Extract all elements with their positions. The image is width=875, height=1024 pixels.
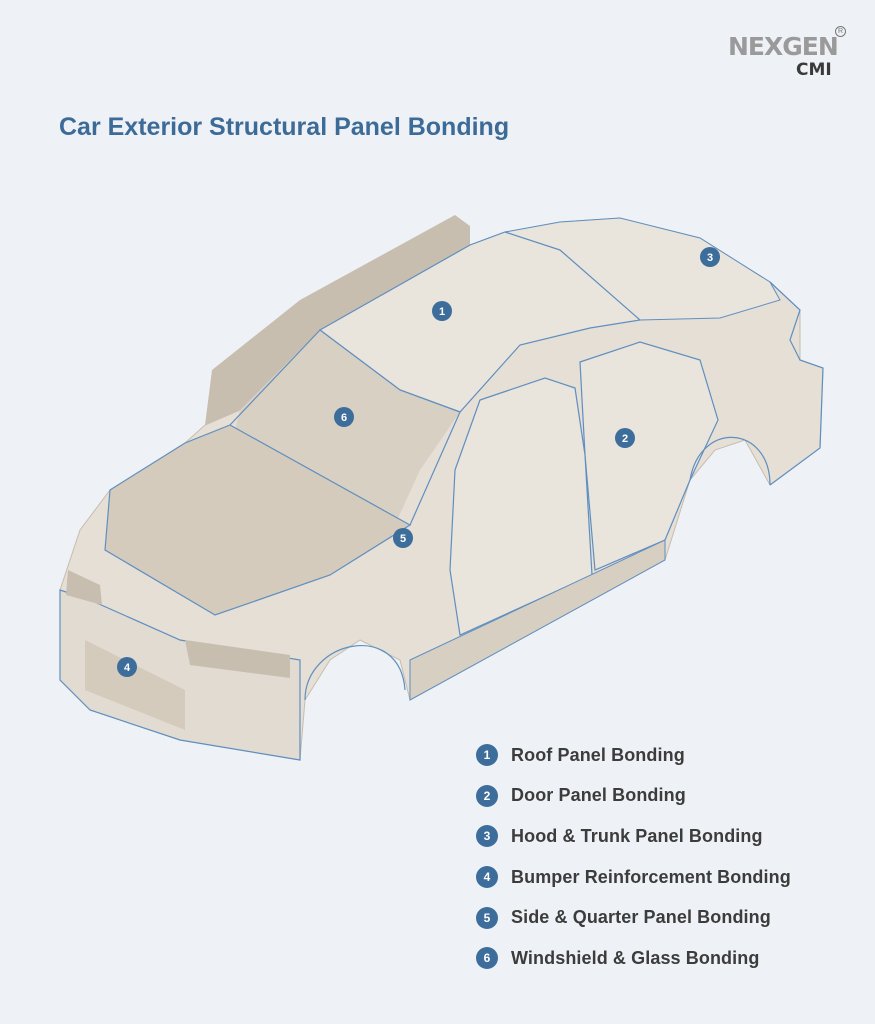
legend-number-badge: 3 (476, 825, 498, 848)
legend-number-badge: 5 (476, 906, 498, 929)
legend-label: Bumper Reinforcement Bonding (511, 866, 791, 887)
front-wheel-arch (304, 645, 406, 701)
hood-opening (104, 424, 412, 616)
svg-text:1: 1 (439, 306, 445, 318)
nexgen-cmi-logo: NEXGEN CMI R (722, 24, 852, 84)
legend-number-badge: 4 (476, 866, 498, 889)
logo-subtitle: CMI (796, 60, 832, 80)
legend-label: Roof Panel Bonding (511, 744, 685, 765)
windshield-frame (229, 329, 461, 526)
legend-label: Windshield & Glass Bonding (511, 947, 760, 968)
rear-door-panel (579, 341, 719, 571)
page-title: Car Exterior Structural Panel Bonding (59, 113, 510, 141)
marker-3: 3 (700, 247, 720, 267)
legend-item: 4 Bumper Reinforcement Bonding (476, 857, 791, 898)
marker-4: 4 (117, 657, 137, 677)
tail-panel (769, 281, 824, 486)
legend-item: 3 Hood & Trunk Panel Bonding (476, 816, 791, 857)
legend-item: 1 Roof Panel Bonding (476, 735, 791, 776)
svg-text:5: 5 (400, 533, 406, 545)
marker-2: 2 (615, 428, 635, 448)
svg-text:3: 3 (707, 252, 713, 264)
legend-number-badge: 1 (476, 744, 498, 767)
legend-number-badge: 2 (476, 784, 498, 807)
legend-label: Hood & Trunk Panel Bonding (511, 825, 763, 846)
legend-label: Door Panel Bonding (511, 785, 686, 806)
rear-wheel-arch (689, 436, 771, 486)
marker-1: 1 (432, 301, 452, 321)
registered-mark: R (835, 26, 846, 37)
legend-number-badge: 6 (476, 947, 498, 970)
svg-text:4: 4 (124, 662, 131, 674)
marker-5: 5 (393, 528, 413, 548)
legend-item: 6 Windshield & Glass Bonding (476, 938, 791, 979)
svg-text:6: 6 (341, 412, 347, 424)
side-sill (409, 539, 666, 701)
marker-6: 6 (334, 407, 354, 427)
headlight-right (66, 570, 102, 605)
lower-grille (85, 640, 185, 730)
legend-item: 5 Side & Quarter Panel Bonding (476, 897, 791, 938)
legend-label: Side & Quarter Panel Bonding (511, 907, 771, 928)
front-bumper (59, 589, 301, 761)
headlight-left (185, 640, 290, 678)
legend: 1 Roof Panel Bonding 2 Door Panel Bondin… (476, 735, 791, 979)
svg-text:2: 2 (622, 433, 628, 445)
legend-item: 2 Door Panel Bonding (476, 776, 791, 817)
logo-wordmark: NEXGEN (728, 32, 839, 61)
